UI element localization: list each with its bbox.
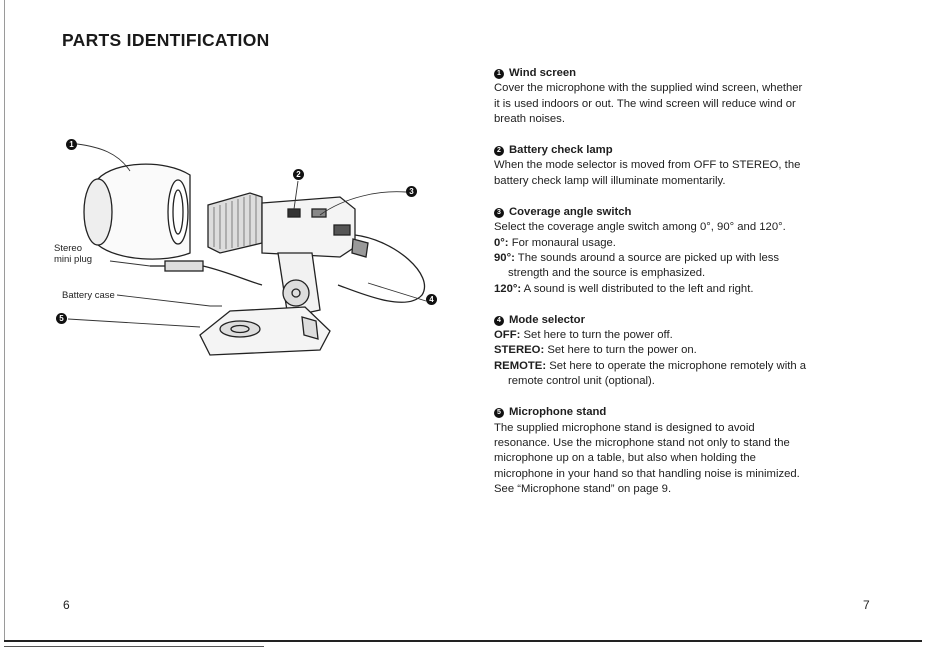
part-title: 5 Microphone stand [494,405,870,420]
part-title: 2 Battery check lamp [494,143,870,158]
part-title-text: Battery check lamp [509,144,613,157]
option-row: 0°: For monaural usage. [494,236,870,251]
option-continuation: remote control unit (optional). [508,375,655,388]
label-battery-case: Battery case [62,290,115,301]
figure-callout-2: 2 [293,169,304,180]
part-number-badge: 4 [494,315,504,326]
option-label: 90°: [494,251,515,264]
part-title-text: Wind screen [509,67,577,79]
part-microphone-stand: 5 Microphone stand The supplied microphon… [494,405,870,497]
figure-callout-5: 5 [56,313,67,324]
page-edge-left [4,0,5,640]
part-title: 4 Mode selector [494,313,870,328]
option-text: A sound is well distributed to the left … [523,282,754,295]
part-line: microphone in your hand so that handling… [494,467,800,480]
bottom-rule [4,640,922,642]
option-text: Set here to turn the power off. [523,329,673,342]
part-line: Cover the microphone with the supplied w… [494,82,803,95]
option-row: STEREO: Set here to turn the power on. [494,343,870,358]
part-line: See “Microphone stand” on page 9. [494,482,672,495]
option-row: 120°: A sound is well distributed to the… [494,282,870,297]
parts-list: 1 Wind screen Cover the microphone with t… [494,66,870,513]
part-number-badge: 1 [494,69,504,79]
figure-callout-4: 4 [426,294,437,305]
option-label: STEREO: [494,344,545,357]
part-number-badge: 2 [494,146,504,157]
label-stereo: Stereo mini plug [54,243,92,265]
option-row: OFF: Set here to turn the power off. [494,328,870,343]
part-title-text: Mode selector [509,313,585,326]
option-row: 90°: The sounds around a source are pick… [494,251,870,266]
page-heading: PARTS IDENTIFICATION [62,30,270,50]
part-title-text: Microphone stand [509,406,607,419]
part-title-text: Coverage angle switch [509,206,632,219]
part-line: When the mode selector is moved from OFF… [494,159,801,172]
option-row: REMOTE: Set here to operate the micropho… [494,359,870,374]
microphone-illustration [67,143,427,356]
label-stereo-line1: Stereo [54,243,82,254]
label-stereo-line2: mini plug [54,254,93,265]
bottom-rule-secondary [4,646,264,647]
option-text: The sounds around a source are picked up… [517,251,780,264]
part-coverage-angle-switch: 3 Coverage angle switch Select the covera… [494,205,870,297]
part-line: Select the coverage angle switch among 0… [494,221,786,234]
option-label: OFF: [494,329,521,342]
option-text: Set here to operate the microphone remot… [549,359,807,372]
part-line: breath noises. [494,112,565,125]
option-text: For monaural usage. [511,236,616,249]
page-number-left: 6 [63,598,70,612]
option-label: REMOTE: [494,359,547,372]
part-line: microphone up on a table, but also when … [494,452,756,465]
figure-callout-1: 1 [66,139,77,150]
microphone-figure: 1 2 3 4 5 Stereo mini plug Battery case [50,135,450,370]
part-line: it is used indoors or out. The wind scre… [494,97,796,110]
option-label: 120°: [494,282,522,295]
part-number-badge: 3 [494,208,504,219]
part-mode-selector: 4 Mode selector OFF: Set here to turn the… [494,313,870,389]
part-battery-check-lamp: 2 Battery check lamp When the mode select… [494,143,870,189]
option-continuation: strength and the source is emphasized. [508,267,706,280]
part-number-badge: 5 [494,408,504,419]
page-number-right: 7 [863,598,870,612]
part-line: The supplied microphone stand is designe… [494,421,755,434]
figure-callout-3: 3 [406,186,417,197]
part-line: resonance. Use the microphone stand not … [494,436,790,449]
part-title: 1 Wind screen [494,66,870,81]
option-text: Set here to turn the power on. [547,344,697,357]
option-label: 0°: [494,236,509,249]
part-line: battery check lamp will illuminate momen… [494,174,726,187]
part-title: 3 Coverage angle switch [494,205,870,220]
part-wind-screen: 1 Wind screen Cover the microphone with t… [494,66,870,127]
